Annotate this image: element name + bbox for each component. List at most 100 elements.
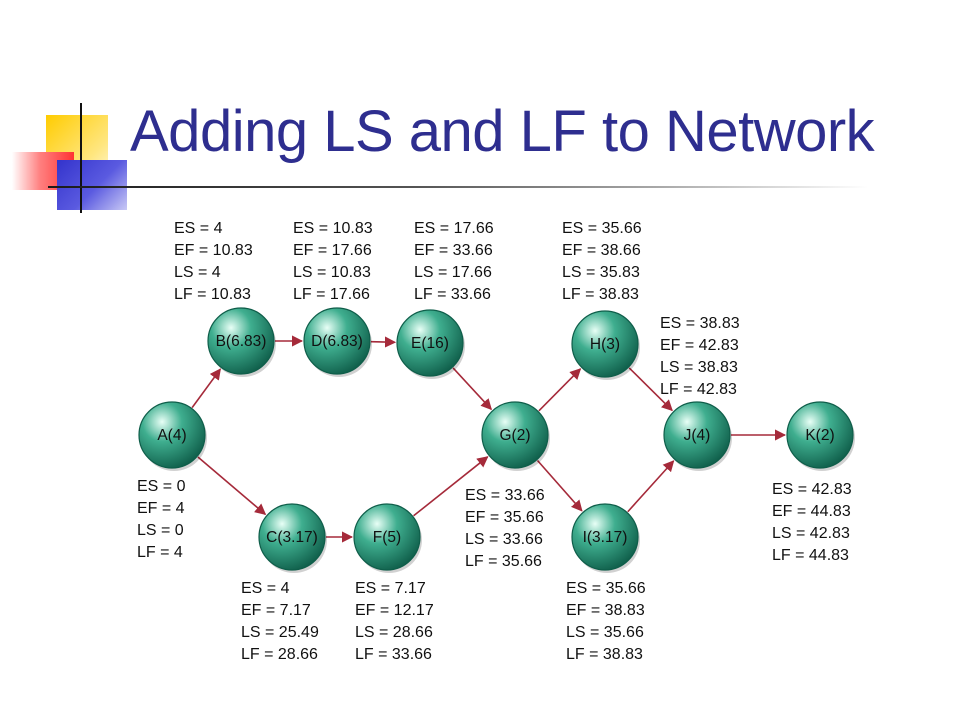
time-label-lf-d: LF = 17.66 — [293, 286, 370, 303]
time-label-ls-j: LS = 38.83 — [660, 359, 738, 376]
time-label-ef-i: EF = 38.83 — [566, 602, 645, 619]
node-i: I(3.17) — [571, 503, 640, 573]
time-label-ef-g: EF = 35.66 — [465, 509, 544, 526]
time-label-lf-j: LF = 42.83 — [660, 381, 737, 398]
node-label-h: H(3) — [590, 336, 620, 353]
node-circle — [353, 503, 421, 571]
time-label-ls-b: LS = 4 — [174, 264, 221, 281]
node-circle — [786, 401, 854, 469]
time-label-lf-e: LF = 33.66 — [414, 286, 491, 303]
node-circle — [396, 309, 464, 377]
time-label-es-c: ES = 4 — [241, 580, 290, 597]
node-label-i: I(3.17) — [583, 529, 628, 546]
time-labels-layer: ES = 0 EF = 4 LS = 0 LF = 4 ES = 4 EF = 10.83… — [137, 220, 852, 663]
node-g: G(2) — [481, 401, 550, 471]
time-label-ef-c: EF = 7.17 — [241, 602, 311, 619]
deco-vertical-line — [80, 103, 82, 213]
time-label-lf-h: LF = 38.83 — [562, 286, 639, 303]
nodes-layer: A(4) B(6.83) C(3.17) D(6.83) E(16) F(5) G(2) H(… — [138, 307, 855, 573]
node-circle — [571, 503, 639, 571]
time-label-es-h: ES = 35.66 — [562, 220, 642, 237]
node-d: D(6.83) — [303, 307, 372, 377]
time-label-ef-e: EF = 33.66 — [414, 242, 493, 259]
node-label-g: G(2) — [500, 427, 531, 444]
node-label-d: D(6.83) — [311, 333, 363, 350]
time-labels-i: ES = 35.66 EF = 38.83 LS = 35.66 LF = 38.83 — [566, 580, 646, 663]
edges-layer — [191, 335, 787, 543]
deco-blue-square — [57, 160, 127, 210]
edge-a-b — [191, 368, 221, 409]
node-label-b: B(6.83) — [216, 333, 267, 350]
time-label-lf-c: LF = 28.66 — [241, 646, 318, 663]
time-labels-h: ES = 35.66 EF = 38.66 LS = 35.83 LF = 38.83 — [562, 220, 642, 303]
time-label-lf-i: LF = 38.83 — [566, 646, 643, 663]
time-label-ls-c: LS = 25.49 — [241, 624, 319, 641]
node-label-j: J(4) — [684, 427, 711, 444]
time-label-es-f: ES = 7.17 — [355, 580, 426, 597]
node-k: K(2) — [786, 401, 855, 471]
node-f: F(5) — [353, 503, 422, 573]
edge-g-h — [538, 368, 582, 412]
time-label-ls-i: LS = 35.66 — [566, 624, 644, 641]
node-label-f: F(5) — [373, 529, 401, 546]
time-label-ef-f: EF = 12.17 — [355, 602, 434, 619]
time-labels-b: ES = 4 EF = 10.83 LS = 4 LF = 10.83 — [174, 220, 253, 303]
node-circle — [303, 307, 371, 375]
time-label-lf-a: LF = 4 — [137, 544, 183, 561]
time-label-ef-b: EF = 10.83 — [174, 242, 253, 259]
time-label-ls-k: LS = 42.83 — [772, 525, 850, 542]
time-label-es-a: ES = 0 — [137, 478, 186, 495]
edge-d-e — [370, 336, 397, 348]
time-labels-a: ES = 0 EF = 4 LS = 0 LF = 4 — [137, 478, 186, 561]
time-labels-g: ES = 33.66 EF = 35.66 LS = 33.66 LF = 35.66 — [465, 487, 545, 570]
node-circle — [481, 401, 549, 469]
time-labels-k: ES = 42.83 EF = 44.83 LS = 42.83 LF = 44.83 — [772, 481, 852, 564]
node-a: A(4) — [138, 401, 207, 471]
edge-h-j — [628, 367, 673, 412]
edge-e-g — [452, 367, 493, 411]
time-label-es-b: ES = 4 — [174, 220, 223, 237]
node-circle — [207, 307, 275, 375]
time-label-es-j: ES = 38.83 — [660, 315, 740, 332]
node-label-c: C(3.17) — [266, 529, 318, 546]
time-labels-c: ES = 4 EF = 7.17 LS = 25.49 LF = 28.66 — [241, 580, 319, 663]
time-label-ef-h: EF = 38.66 — [562, 242, 641, 259]
time-labels-f: ES = 7.17 EF = 12.17 LS = 28.66 LF = 33.66 — [355, 580, 434, 663]
node-b: B(6.83) — [207, 307, 276, 377]
edge-i-j — [627, 460, 675, 513]
node-label-k: K(2) — [805, 427, 834, 444]
node-e: E(16) — [396, 309, 465, 379]
time-label-lf-k: LF = 44.83 — [772, 547, 849, 564]
time-label-ls-d: LS = 10.83 — [293, 264, 371, 281]
node-h: H(3) — [571, 310, 640, 380]
time-label-es-k: ES = 42.83 — [772, 481, 852, 498]
time-label-es-d: ES = 10.83 — [293, 220, 373, 237]
title-underline — [48, 186, 868, 188]
time-label-lf-b: LF = 10.83 — [174, 286, 251, 303]
slide-title: Adding LS and LF to Network — [130, 99, 875, 164]
node-label-a: A(4) — [157, 427, 186, 444]
node-circle — [138, 401, 206, 469]
time-label-es-e: ES = 17.66 — [414, 220, 494, 237]
node-label-e: E(16) — [411, 335, 449, 352]
node-circle — [258, 503, 326, 571]
edge-a-c — [197, 456, 267, 516]
time-label-ef-k: EF = 44.83 — [772, 503, 851, 520]
time-label-ls-f: LS = 28.66 — [355, 624, 433, 641]
node-j: J(4) — [663, 401, 732, 471]
time-label-ls-a: LS = 0 — [137, 522, 184, 539]
time-label-es-i: ES = 35.66 — [566, 580, 646, 597]
time-label-ls-h: LS = 35.83 — [562, 264, 640, 281]
node-circle — [663, 401, 731, 469]
time-label-ef-a: EF = 4 — [137, 500, 185, 517]
time-label-es-g: ES = 33.66 — [465, 487, 545, 504]
time-label-lf-f: LF = 33.66 — [355, 646, 432, 663]
time-label-ef-j: EF = 42.83 — [660, 337, 739, 354]
time-label-ls-g: LS = 33.66 — [465, 531, 543, 548]
time-labels-j: ES = 38.83 EF = 42.83 LS = 38.83 LF = 42.83 — [660, 315, 740, 398]
node-c: C(3.17) — [258, 503, 327, 573]
time-label-lf-g: LF = 35.66 — [465, 553, 542, 570]
time-label-ls-e: LS = 17.66 — [414, 264, 492, 281]
